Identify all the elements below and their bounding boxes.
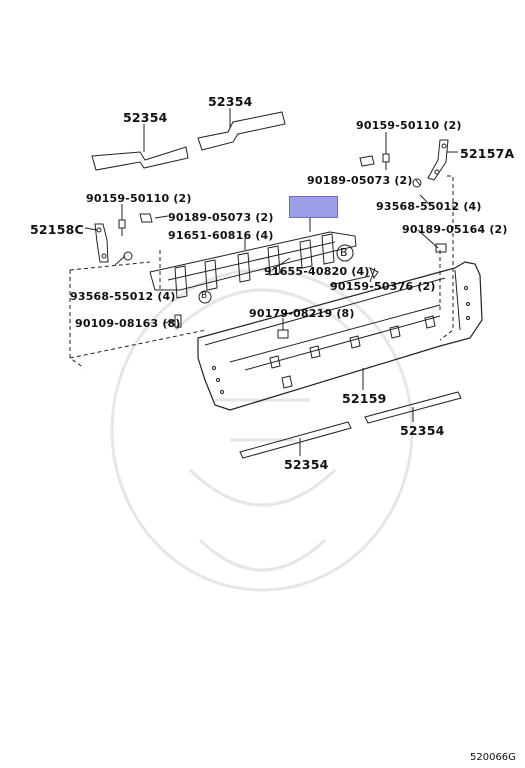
drawing-code: 520066G — [470, 752, 516, 763]
ref-marker-b-left: B — [201, 291, 208, 301]
label-90179-08219: 90179-08219 (8) — [249, 307, 355, 320]
reinforcement-tabs — [174, 233, 335, 299]
bumper-ribs — [269, 315, 436, 389]
label-93568-55012-left: 93568-55012 (4) — [70, 290, 176, 303]
label-52354-top-left: 52354 — [123, 110, 168, 125]
bracket-52157a — [427, 139, 449, 181]
molding-bottom-right — [364, 391, 462, 424]
ref-marker-b-right: B — [340, 246, 348, 259]
label-52354-bottom-left: 52354 — [284, 457, 329, 472]
clip-left — [139, 213, 153, 223]
label-52354-bottom-right: 52354 — [400, 423, 445, 438]
bumper-cover — [197, 261, 483, 411]
label-90109-08163: 90109-08163 (8) — [75, 317, 181, 330]
molding-top-right — [197, 111, 286, 151]
label-90159-50376: 90159-50376 (2) — [330, 280, 436, 293]
label-91655-40820: 91655-40820 (4) — [264, 265, 370, 278]
label-93568-55012-right: 93568-55012 (4) — [376, 200, 482, 213]
label-91651-60816: 91651-60816 (4) — [168, 229, 274, 242]
bolt-90109 — [174, 314, 182, 328]
clip-right — [359, 155, 375, 167]
molding-bottom-left — [239, 421, 352, 459]
bumper-holes — [212, 286, 470, 394]
screw-90159-50376 — [369, 266, 379, 280]
reinforcement-bar — [149, 231, 357, 291]
screw-right — [382, 153, 390, 170]
label-52157a: 52157A — [460, 146, 515, 161]
label-90159-50110-left: 90159-50110 (2) — [86, 192, 192, 205]
nut-90179 — [277, 329, 289, 339]
label-52159: 52159 — [342, 391, 387, 406]
screw-left — [118, 219, 126, 236]
molding-top-left — [91, 146, 189, 171]
label-52158c: 52158C — [30, 222, 84, 237]
label-90189-05073-right: 90189-05073 (2) — [307, 174, 413, 187]
bracket-52158c — [94, 223, 109, 263]
label-52354-top-right: 52354 — [208, 94, 253, 109]
nut-90189-right — [435, 243, 447, 253]
label-90189-05073-left: 90189-05073 (2) — [168, 211, 274, 224]
highlight-box — [289, 196, 338, 218]
label-90159-50110-right: 90159-50110 (2) — [356, 119, 462, 132]
label-90189-05164: 90189-05164 (2) — [402, 223, 508, 236]
